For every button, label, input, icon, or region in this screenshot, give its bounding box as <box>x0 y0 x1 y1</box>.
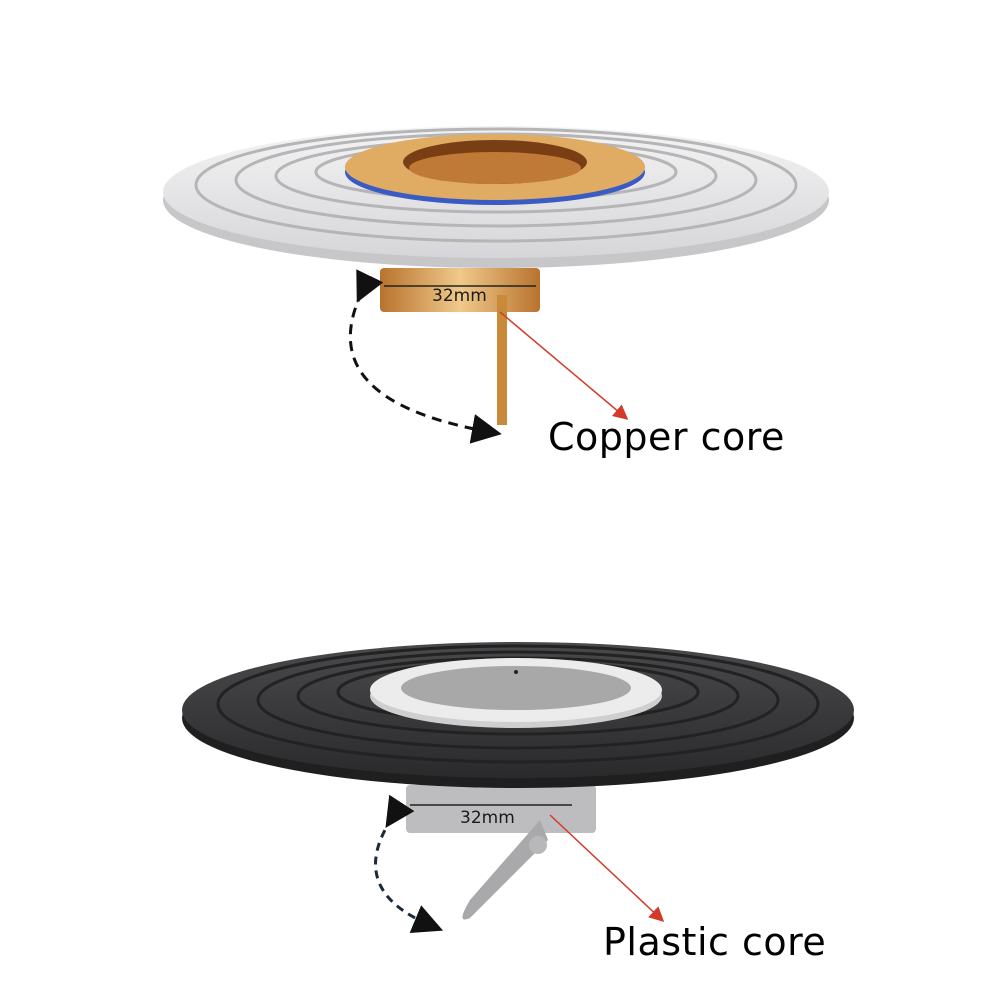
dimension-label-plastic: 32mm <box>460 808 515 828</box>
copper-drain-body <box>163 126 829 425</box>
callout-copper-core: Copper core <box>548 415 785 459</box>
pointer-line <box>549 814 665 923</box>
dimension-label-copper: 32mm <box>432 286 487 306</box>
plastic-drain-body <box>182 642 854 920</box>
rotation-arrow-icon <box>348 269 502 444</box>
pointer-line <box>499 311 629 420</box>
rotation-arrow-icon <box>374 794 444 933</box>
callout-plastic-core: Plastic core <box>603 920 827 964</box>
